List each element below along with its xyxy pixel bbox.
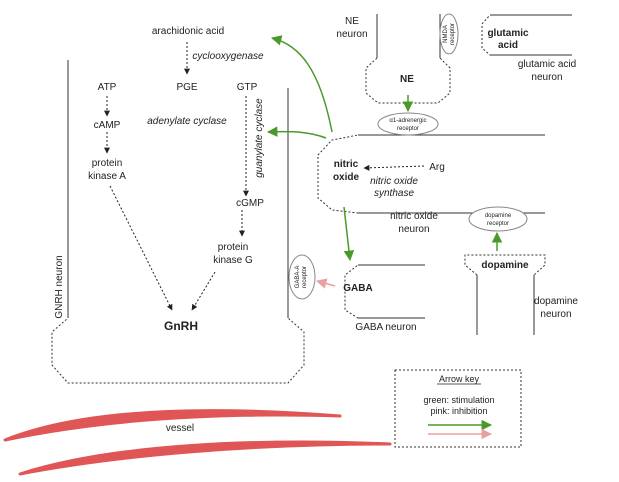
label-gnrh-neuron: GNRH neuron: [54, 255, 65, 318]
label-nitric-oxide-2: oxide: [333, 172, 360, 183]
label-ne-neuron-2: neuron: [336, 29, 367, 40]
label-atp: ATP: [98, 82, 117, 93]
arrow-no-to-guanylate-cyclase: [266, 126, 327, 139]
label-glutamic-acid-neuron-1: glutamic acid: [518, 59, 576, 70]
label-gnrh: GnRH: [164, 319, 198, 333]
label-arachidonic-acid: arachidonic acid: [152, 26, 224, 37]
label-dopamine-receptor-1: dopamine: [485, 213, 512, 219]
label-gaba-a-receptor-2: receptor: [302, 266, 308, 288]
gnrh-neuron-outline: [51, 60, 305, 384]
label-alpha1-receptor-1: α1-adrenergic: [389, 118, 426, 124]
label-gaba-neuron: GABA neuron: [355, 322, 416, 333]
ne-neuron-outline: [365, 14, 451, 104]
label-dopamine-neuron-1: dopamine: [534, 296, 578, 307]
nmda-receptor-oval: [439, 13, 459, 55]
label-nmda-receptor-2: receptor: [450, 23, 456, 45]
label-ne-neuron-1: NE: [345, 16, 359, 27]
gaba-a-receptor-oval: [288, 254, 316, 300]
legend-title: Arrow key: [439, 374, 480, 384]
label-gtp: GTP: [237, 82, 258, 93]
label-adenylate-cyclase: adenylate cyclase: [147, 116, 227, 127]
vessel-lower: [18, 440, 392, 476]
vessel-upper: [3, 409, 342, 442]
arrow-pka-to-gnrh: [109, 185, 173, 311]
arrow-no-to-cyclooxygenase: [270, 35, 333, 133]
nitric-oxide-neuron-outline: [317, 134, 545, 214]
label-dopamine-receptor-2: receptor: [487, 221, 509, 227]
label-glutamic-acid-neuron-2: neuron: [531, 72, 562, 83]
label-nmda-receptor-1: NMDA: [443, 25, 449, 43]
label-dopamine: dopamine: [481, 260, 529, 271]
label-nitric-oxide-neuron-2: neuron: [398, 224, 429, 235]
label-alpha1-receptor-2: receptor: [397, 126, 419, 132]
label-nitric-oxide-neuron-1: nitric oxide: [390, 211, 438, 222]
label-cgmp: cGMP: [236, 198, 264, 209]
label-protein-kinase-g-2: kinase G: [213, 255, 253, 266]
label-protein-kinase-g-1: protein: [218, 242, 249, 253]
label-protein-kinase-a-1: protein: [92, 158, 123, 169]
label-camp: cAMP: [94, 120, 121, 131]
arrow-pkg-to-gnrh: [191, 271, 216, 311]
arrow-gaba-to-gaba-a: [315, 278, 336, 289]
label-nitric-oxide-1: nitric: [334, 159, 359, 170]
label-gaba: GABA: [343, 283, 372, 294]
label-dopamine-neuron-2: neuron: [540, 309, 571, 320]
label-pge: PGE: [176, 82, 197, 93]
arrow-no-to-gaba: [343, 206, 355, 262]
legend-pink-label: pink: inhibition: [430, 406, 487, 416]
label-ne: NE: [400, 74, 414, 85]
label-cyclooxygenase: cyclooxygenase: [192, 51, 264, 62]
legend-box: [394, 369, 522, 448]
label-nos-2: synthase: [374, 188, 414, 199]
label-protein-kinase-a-2: kinase A: [88, 171, 126, 182]
arrow-arg-to-nitric-oxide: [363, 164, 425, 171]
alpha1-receptor-oval: [377, 112, 439, 136]
label-nos-1: nitric oxide: [370, 176, 418, 187]
legend-green-label: green: stimulation: [423, 395, 494, 405]
dopamine-neuron-outline: [464, 254, 546, 335]
label-glutamic-acid-2: acid: [498, 40, 518, 51]
label-vessel: vessel: [166, 423, 194, 434]
dopamine-receptor-oval: [468, 206, 528, 232]
label-guanylate-cyclase: guanylate cyclase: [254, 98, 265, 178]
label-arg: Arg: [429, 162, 445, 173]
label-glutamic-acid-1: glutamic: [487, 28, 529, 39]
label-gaba-a-receptor-1: GABA-A: [295, 266, 301, 289]
